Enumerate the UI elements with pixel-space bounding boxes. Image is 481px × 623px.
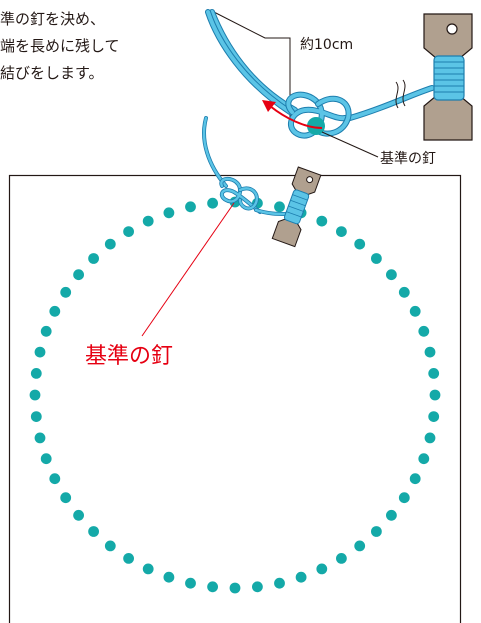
- nail: [185, 577, 196, 589]
- nail: [418, 453, 430, 465]
- detail-nail-label: 基準の釘: [380, 150, 436, 167]
- main-nail-leader: [141, 202, 235, 337]
- nail: [429, 389, 441, 401]
- nail: [229, 582, 241, 594]
- detail-string: [205, 9, 435, 121]
- nail: [252, 581, 263, 593]
- nail: [60, 286, 72, 298]
- board: [8, 174, 462, 623]
- nail: [104, 238, 116, 250]
- nail: [163, 207, 175, 219]
- nail: [386, 509, 397, 521]
- instruction-text: 準の釘を決め、 端を長めに残して 結びをします。: [0, 0, 170, 87]
- nail: [60, 492, 72, 504]
- nail: [424, 432, 436, 444]
- detail-knot: [285, 91, 352, 139]
- nail: [207, 581, 219, 593]
- nail: [424, 346, 436, 358]
- nail: [73, 509, 84, 521]
- nail: [336, 226, 347, 238]
- nail: [49, 305, 61, 317]
- nail: [40, 453, 52, 465]
- nail: [30, 411, 42, 422]
- nail: [398, 492, 410, 504]
- length-bracket: [209, 9, 291, 118]
- detail-nail-leader: [321, 131, 379, 158]
- nail: [316, 215, 328, 227]
- nail: [49, 473, 61, 485]
- nail: [104, 540, 116, 552]
- nail: [88, 253, 99, 264]
- direction-arrow: [262, 100, 323, 129]
- small-bobbin: [271, 166, 322, 248]
- nail: [40, 325, 52, 337]
- nail: [34, 432, 46, 444]
- nail: [123, 553, 134, 564]
- nail: [409, 305, 421, 317]
- nail: [316, 563, 328, 575]
- instruction-line-3: 結びをします。: [0, 64, 104, 82]
- nail: [418, 325, 430, 337]
- detail-nail: [307, 117, 325, 135]
- nail: [295, 571, 307, 583]
- nail: [185, 201, 196, 213]
- nail: [142, 215, 154, 227]
- large-bobbin: [423, 13, 473, 141]
- nail: [428, 411, 440, 422]
- nail: [30, 368, 42, 379]
- nail: [354, 238, 366, 250]
- nail: [274, 201, 285, 213]
- break-mark: [395, 79, 406, 109]
- nail: [409, 473, 421, 485]
- main-string: [202, 116, 288, 216]
- nail: [34, 346, 46, 358]
- nail: [354, 540, 366, 552]
- instruction-line-1: 準の釘を決め、: [0, 10, 106, 28]
- length-label: 約10cm: [300, 37, 353, 53]
- main-nail-label: 基準の釘: [85, 344, 173, 369]
- instruction-line-2: 端を長めに残して: [0, 37, 120, 55]
- nail: [123, 226, 134, 238]
- nail: [207, 197, 219, 209]
- nail: [428, 368, 440, 379]
- nail: [29, 389, 41, 401]
- nail: [371, 526, 382, 537]
- nail: [88, 526, 99, 537]
- nail: [163, 571, 175, 583]
- nail: [142, 563, 154, 575]
- nail: [73, 269, 84, 281]
- nail: [386, 269, 397, 281]
- nail: [274, 577, 285, 589]
- nail: [398, 286, 410, 298]
- nail: [336, 553, 347, 564]
- nail: [371, 253, 382, 264]
